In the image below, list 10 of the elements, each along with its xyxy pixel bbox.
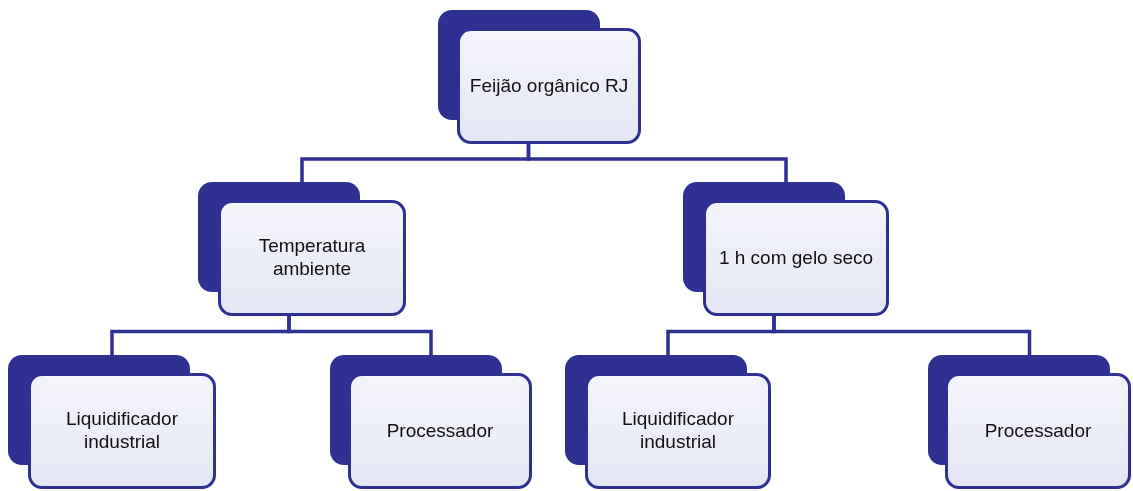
connector-line [287, 316, 433, 355]
box-label: 1 h com gelo seco [717, 246, 875, 270]
box-label: Processador [983, 419, 1093, 443]
box-label: Liquidificador industrial [65, 408, 179, 454]
connector-line [526, 144, 788, 182]
connector-line [772, 316, 1032, 355]
box-label: Feijão orgânico RJ [468, 74, 630, 98]
box-label: Temperatura ambiente [257, 235, 367, 281]
box-label: Liquidificador industrial [621, 408, 735, 454]
box-label: Processador [385, 419, 495, 443]
